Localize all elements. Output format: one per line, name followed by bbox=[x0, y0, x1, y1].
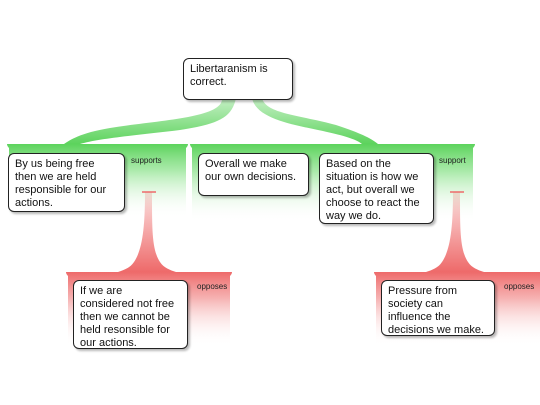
premise-box-oppose-right[interactable]: Pressure from society can influence the … bbox=[381, 280, 495, 336]
premise-box-oppose-left[interactable]: If we are considered not free then we ca… bbox=[73, 280, 188, 349]
oppose-label-left: opposes bbox=[197, 282, 228, 291]
oppose-connector-right bbox=[426, 192, 484, 272]
premise-box-support-middle[interactable]: Overall we make our own decisions. bbox=[198, 153, 309, 196]
support-label-left: supports bbox=[131, 156, 162, 165]
contention-box[interactable]: Libertaranism is correct. bbox=[183, 58, 293, 100]
premise-box-support-right[interactable]: Based on the situation is how we act, bu… bbox=[319, 153, 434, 224]
support-connector-left bbox=[64, 98, 236, 144]
oppose-label-right: opposes bbox=[504, 282, 535, 291]
oppose-connector-left bbox=[118, 192, 176, 272]
premise-box-support-left[interactable]: By us being free then we are held respon… bbox=[8, 153, 125, 212]
support-connector-right bbox=[252, 98, 378, 144]
support-label-right: support bbox=[439, 156, 466, 165]
